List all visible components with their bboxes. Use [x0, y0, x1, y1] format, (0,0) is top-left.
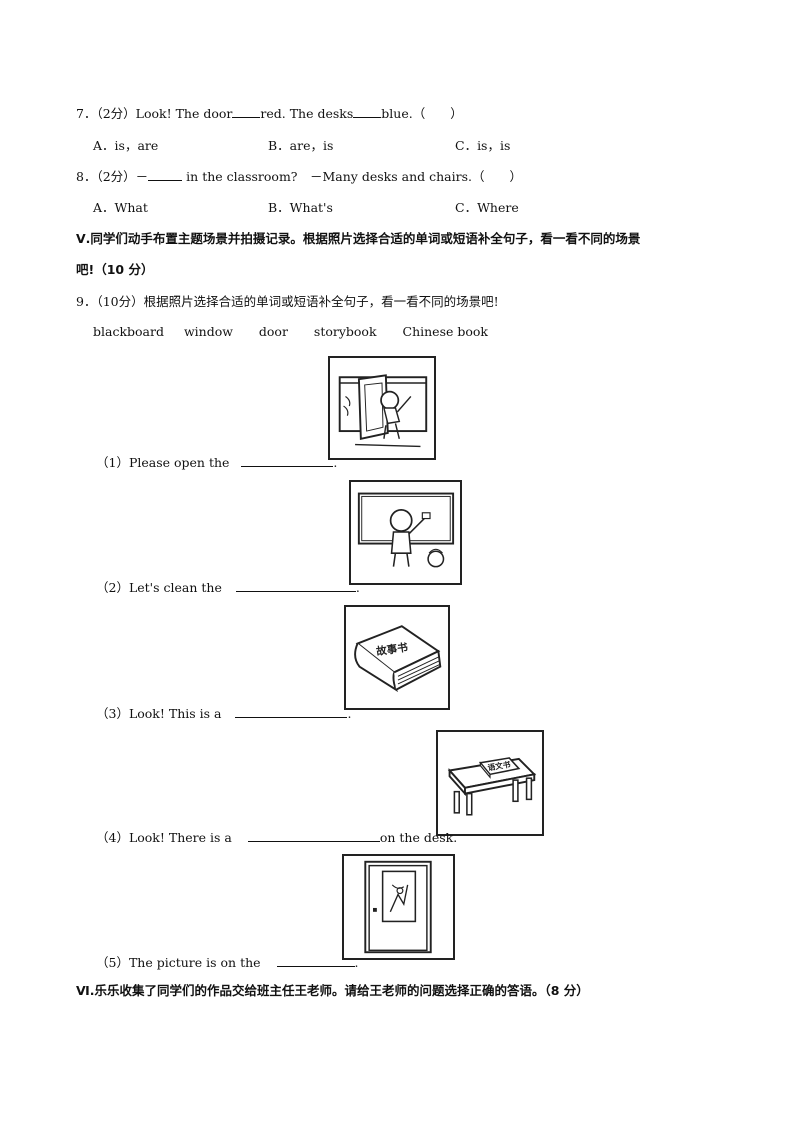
word-bank-item: blackboard — [93, 324, 164, 339]
q8-blank[interactable] — [148, 169, 183, 181]
q7-option-a[interactable]: A．is，are — [93, 138, 159, 153]
q7-text-b: red. The desks — [260, 106, 354, 121]
q8-text-a: － — [135, 169, 149, 184]
word-bank: blackboard window door storybook Chinese… — [93, 324, 488, 339]
q9-item-3-tail: . — [347, 706, 352, 721]
q8-option-a[interactable]: A．What — [93, 200, 148, 215]
section5-heading-line1: Ⅴ.同学们动手布置主题场景并拍摄记录。根据照片选择合适的单词或短语补全句子，看一… — [76, 231, 641, 246]
storybook-cover-text: 故事书 — [375, 641, 409, 658]
q9-item-1-blank[interactable] — [241, 455, 334, 467]
q9-item-4-label: （4）Look! There is a — [96, 830, 232, 845]
q8-option-c[interactable]: C．Where — [455, 200, 519, 215]
q9-prompt: 9．（10分）根据照片选择合适的单词或短语补全句子，看一看不同的场景吧! — [76, 294, 499, 309]
door-picture — [342, 854, 455, 960]
q7-option-c[interactable]: C．is，is — [455, 138, 511, 153]
q7-answer-paren[interactable]: （ ） — [412, 106, 463, 121]
section5-heading-line2: 吧!（10 分） — [76, 262, 154, 277]
q7-text-a: Look! The door — [135, 106, 233, 121]
q9-item-4-tail: on the desk. — [379, 830, 458, 845]
window-illustration — [338, 374, 428, 448]
q9-item-4-blank[interactable] — [247, 830, 380, 842]
q9-prompt-text: （10分）根据照片选择合适的单词或短语补全句子，看一看不同的场景吧! — [96, 294, 499, 309]
q9-item-5-label: （5）The picture is on the — [96, 955, 261, 970]
chinese-book-cover-text: 语文书 — [487, 759, 512, 773]
word-bank-item: Chinese book — [402, 324, 488, 339]
q8-option-b[interactable]: B．What's — [268, 200, 333, 215]
blackboard-picture — [349, 480, 462, 585]
q9-item-3-label: （3）Look! This is a — [96, 706, 222, 721]
window-picture — [328, 356, 436, 460]
q9-item-1: （1）Please open the . — [96, 452, 337, 471]
q9-item-4: （4）Look! There is a on the desk. — [96, 827, 457, 846]
q8-number: 8 — [76, 169, 84, 184]
storybook-picture: 故事书 — [344, 605, 450, 710]
desk-book-illustration: 语文书 — [447, 757, 537, 816]
q9-item-2: （2）Let's clean the . — [96, 577, 360, 596]
q7-blank-2[interactable] — [353, 106, 382, 118]
q9-item-2-blank[interactable] — [235, 580, 356, 592]
q9-item-2-tail: . — [355, 580, 360, 595]
q9-item-1-label: （1）Please open the — [96, 455, 230, 470]
q7-text-c: blue. — [381, 106, 413, 121]
door-illustration — [364, 860, 432, 954]
q7-blank-1[interactable] — [232, 106, 261, 118]
q8-stem: 8．（2分）－ in the classroom? －Many desks an… — [76, 169, 522, 184]
q7-number: 7 — [76, 106, 84, 121]
q8-score: （2分） — [96, 169, 136, 184]
q7-option-b[interactable]: B．are，is — [268, 138, 334, 153]
chinese-book-picture: 语文书 — [436, 730, 544, 836]
blackboard-illustration — [357, 492, 455, 568]
q9-item-5-tail: . — [354, 955, 359, 970]
word-bank-item: window — [183, 324, 233, 339]
q9-item-5: （5）The picture is on the . — [96, 952, 359, 971]
q9-item-1-tail: . — [333, 455, 338, 470]
q9-number: 9 — [76, 294, 84, 309]
q9-item-2-label: （2）Let's clean the — [96, 580, 222, 595]
q9-item-3: （3）Look! This is a . — [96, 703, 351, 722]
q9-item-3-blank[interactable] — [235, 706, 348, 718]
q9-item-5-blank[interactable] — [276, 955, 355, 967]
q7-score: （2分） — [96, 106, 136, 121]
word-bank-item: storybook — [313, 324, 377, 339]
storybook-illustration: 故事书 — [354, 625, 442, 693]
word-bank-item: door — [258, 324, 288, 339]
q8-text-b: in the classroom? －Many desks and chairs… — [186, 169, 472, 184]
q8-answer-paren[interactable]: （ ） — [471, 169, 522, 184]
section6-heading: Ⅵ.乐乐收集了同学们的作品交给班主任王老师。请给王老师的问题选择正确的答语。（8… — [76, 983, 589, 998]
